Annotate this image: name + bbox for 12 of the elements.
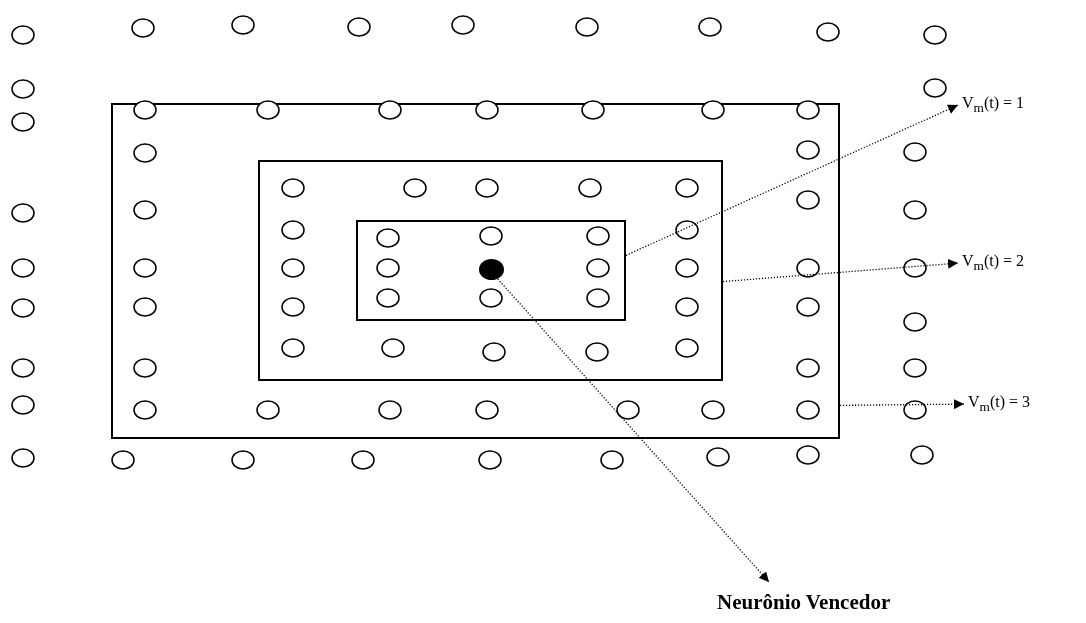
dotted-arrow [722, 258, 959, 283]
dotted-arrow [497, 278, 770, 583]
neighborhood-box [111, 103, 840, 439]
neighborhood-box [258, 160, 723, 381]
neighborhood-label: V$_{m}$(t) = 3 [968, 393, 1031, 416]
neighborhood-label: V$_{m}$(t) = 2 [962, 252, 1025, 275]
caption-label: Neurônio Vencedor [717, 590, 891, 615]
dotted-arrow [839, 399, 965, 410]
neighborhood-box [356, 220, 626, 321]
winner-neuron [479, 259, 504, 280]
dotted-arrow [625, 104, 959, 256]
neighborhood-label: V$_{m}$(t) = 1 [962, 94, 1025, 117]
